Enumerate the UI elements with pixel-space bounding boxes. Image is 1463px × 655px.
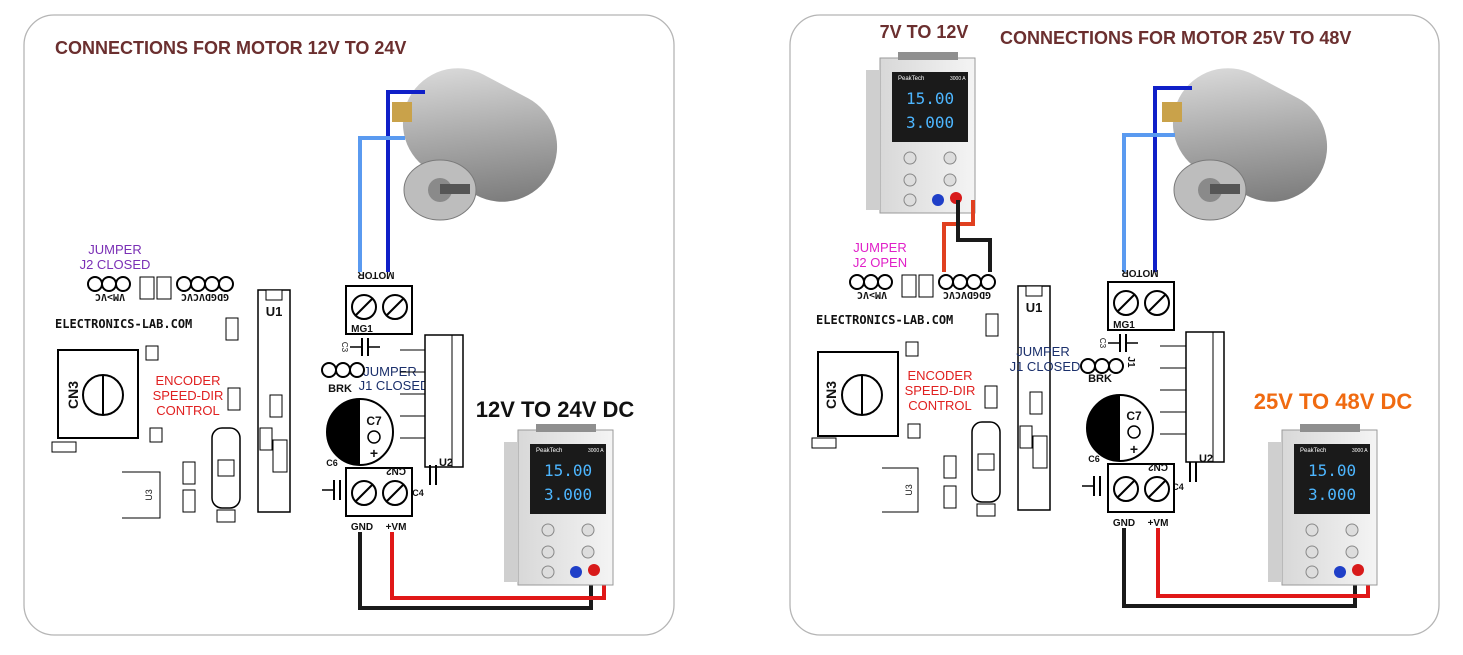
right-j1-label: J1 bbox=[1125, 356, 1136, 368]
right-aux-black-wire bbox=[956, 200, 992, 272]
right-header-left-label: VM>VC bbox=[857, 289, 887, 300]
right-c6-label: C6 bbox=[1088, 454, 1100, 464]
right-brand-label: ELECTRONICS-LAB.COM bbox=[816, 313, 953, 327]
left-header-right-label: GDGDVCVC bbox=[181, 291, 229, 302]
left-encoder-label-3: CONTROL bbox=[156, 403, 220, 418]
right-encoder-label-3: CONTROL bbox=[908, 398, 972, 413]
left-mg1-label: MG1 bbox=[351, 324, 373, 335]
right-c4-label: C4 bbox=[1172, 482, 1184, 492]
right-motor-wire-dark-blue bbox=[1153, 86, 1192, 272]
left-encoder-label-2: SPEED-DIR bbox=[153, 388, 224, 403]
left-jumper-j1-label-1: JUMPER bbox=[363, 364, 416, 379]
left-u2-label: U2 bbox=[439, 457, 453, 469]
left-u3-label: U3 bbox=[144, 489, 154, 501]
left-c3-label: C3 bbox=[340, 342, 349, 353]
right-aux-supply-label: 7V TO 12V bbox=[880, 22, 969, 42]
left-heatsink bbox=[424, 334, 464, 468]
left-gnd-label: GND bbox=[351, 522, 373, 533]
right-header-right-label: GDGDVCVC bbox=[943, 289, 991, 300]
right-u1-label: U1 bbox=[1026, 300, 1043, 315]
right-c7-plus: + bbox=[1130, 441, 1138, 457]
left-motor-wire-light-blue bbox=[358, 136, 405, 272]
right-c3-label: C3 bbox=[1098, 338, 1107, 349]
right-gnd-wire bbox=[1122, 528, 1357, 608]
right-supply-label: 25V TO 48V DC bbox=[1254, 389, 1413, 414]
right-jumper-j1-label-2: J1 CLOSED bbox=[1010, 359, 1081, 374]
left-c6-label: C6 bbox=[326, 458, 338, 468]
right-motor-label: MOTOR bbox=[1121, 267, 1159, 278]
left-c7-label: C7 bbox=[366, 414, 382, 428]
left-brand-label: ELECTRONICS-LAB.COM bbox=[55, 317, 192, 331]
right-power-supply bbox=[1267, 423, 1378, 586]
left-c7-plus: + bbox=[370, 445, 378, 461]
right-panel: CONNECTIONS FOR MOTOR 25V TO 48V 7V TO 1… bbox=[789, 14, 1440, 636]
right-vm-label: +VM bbox=[1148, 518, 1169, 529]
left-panel: CONNECTIONS FOR MOTOR 12V TO 24V JUMPER … bbox=[23, 14, 675, 636]
left-motor-label: MOTOR bbox=[357, 269, 395, 280]
right-motor-wire-light-blue bbox=[1122, 133, 1175, 272]
left-vm-label: +VM bbox=[386, 522, 407, 533]
right-u2-label: U2 bbox=[1199, 453, 1213, 465]
left-encoder-label-1: ENCODER bbox=[155, 373, 220, 388]
right-encoder-label-2: SPEED-DIR bbox=[905, 383, 976, 398]
right-encoder-label-1: ENCODER bbox=[907, 368, 972, 383]
left-jumper-j1-label-2: J1 CLOSED bbox=[359, 378, 430, 393]
left-cn2-label: CN2 bbox=[386, 465, 406, 476]
right-header-j2 bbox=[849, 274, 996, 298]
right-u3-label: U3 bbox=[904, 484, 914, 496]
right-aux-power-supply bbox=[865, 51, 976, 214]
left-c4-label: C4 bbox=[412, 488, 424, 498]
left-power-supply bbox=[503, 423, 614, 586]
right-jumper-j2-label-1: JUMPER bbox=[853, 240, 906, 255]
right-cn3-label: CN3 bbox=[823, 381, 839, 409]
left-u1-label: U1 bbox=[266, 304, 283, 319]
left-header-left-label: VM>VC bbox=[95, 291, 125, 302]
right-brk-label: BRK bbox=[1088, 373, 1112, 385]
left-brk-label: BRK bbox=[328, 383, 352, 395]
right-heatsink bbox=[1185, 331, 1225, 463]
right-gnd-label: GND bbox=[1113, 518, 1135, 529]
right-jumper-j2-label-2: J2 OPEN bbox=[853, 255, 907, 270]
left-supply-label: 12V TO 24V DC bbox=[476, 397, 635, 422]
right-cn2-terminal bbox=[1107, 463, 1175, 513]
right-c7-label: C7 bbox=[1126, 409, 1142, 423]
left-cn3-label: CN3 bbox=[65, 381, 81, 409]
left-motor-wire-dark-blue bbox=[386, 90, 425, 272]
left-jumper-j2-label-1: JUMPER bbox=[88, 242, 141, 257]
left-panel-title: CONNECTIONS FOR MOTOR 12V TO 24V bbox=[55, 38, 406, 58]
left-header-j2 bbox=[87, 276, 234, 300]
left-gnd-wire bbox=[358, 532, 593, 610]
right-cn2-label: CN2 bbox=[1148, 461, 1168, 472]
right-jumper-j1-label-1: JUMPER bbox=[1016, 344, 1069, 359]
left-jumper-j2-label-2: J2 CLOSED bbox=[80, 257, 151, 272]
right-panel-title: CONNECTIONS FOR MOTOR 25V TO 48V bbox=[1000, 28, 1351, 48]
right-mg1-label: MG1 bbox=[1113, 320, 1135, 331]
